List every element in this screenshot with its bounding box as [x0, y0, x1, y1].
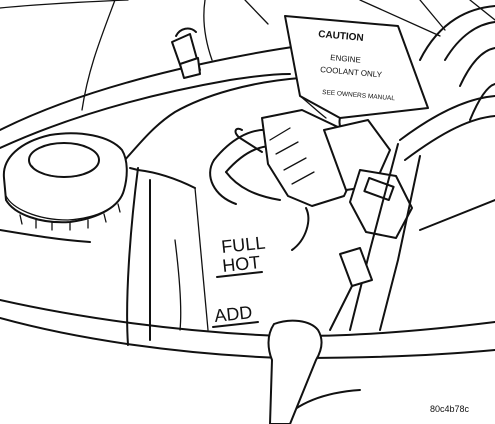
- reservoir-cap: [2, 132, 128, 231]
- add-mark-label: ADD: [213, 302, 253, 326]
- radiator-housing: [329, 95, 495, 331]
- background-structure: [0, 0, 495, 121]
- caution-tag: CAUTION ENGINE COOLANT ONLY SEE OWNERS M…: [284, 15, 429, 135]
- level-marks: FULL HOT ADD: [212, 232, 266, 328]
- hot-mark-line: [216, 271, 263, 278]
- hose-fitting: [267, 319, 323, 424]
- coolant-reservoir: [0, 77, 301, 346]
- caution-tag-title: CAUTION: [318, 29, 364, 44]
- hot-mark-label: HOT: [221, 252, 261, 276]
- hose-clamp: [171, 27, 201, 79]
- caution-tag-line1: ENGINE: [330, 53, 361, 65]
- add-mark-line: [212, 321, 259, 328]
- figure-id: 80c4b78c: [430, 404, 470, 414]
- full-mark-label: FULL: [220, 232, 266, 256]
- sensor-connector: [209, 109, 413, 251]
